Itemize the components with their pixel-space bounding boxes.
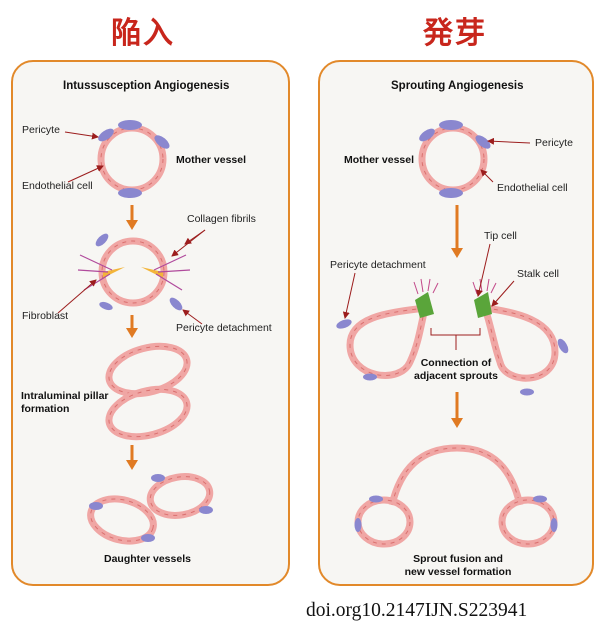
left-label-pericyte: Pericyte [22, 124, 60, 136]
left-label-pillar-line1: Intraluminal pillar [21, 390, 109, 402]
right-mother-vessel [418, 120, 491, 198]
right-label-connection-line1: Connection of [420, 357, 492, 369]
right-label-mother-vessel: Mother vessel [344, 154, 415, 166]
right-header: 発芽 [423, 16, 487, 51]
left-label-pericyte-detachment: Pericyte detachment [176, 322, 272, 334]
left-header: 陥入 [111, 16, 175, 51]
left-pillar-vessels [105, 342, 191, 441]
right-panel-title: Sprouting Angiogenesis [391, 80, 524, 92]
left-label-endothelial-cell: Endothelial cell [22, 180, 93, 192]
left-daughter-vessels [87, 473, 214, 545]
doi-citation: doi.org10.2147IJN.S223941 [306, 600, 528, 621]
right-label-endothelial-cell: Endothelial cell [497, 182, 568, 194]
right-fused-vessel [354, 444, 558, 548]
right-label-connection-line2: adjacent sprouts [413, 370, 499, 382]
left-label-pillar-line2: formation [21, 403, 70, 415]
right-label-pericyte-detachment: Pericyte detachment [330, 259, 426, 271]
left-panel-title: Intussusception Angiogenesis [63, 80, 230, 92]
right-label-tip-cell: Tip cell [484, 230, 517, 242]
left-label-collagen-fibrils: Collagen fibrils [187, 213, 256, 225]
right-label-pericyte: Pericyte [535, 137, 573, 149]
left-label-daughter-vessels: Daughter vessels [104, 553, 191, 565]
left-mother-vessel [97, 120, 170, 198]
right-label-fusion-line2: new vessel formation [404, 566, 512, 578]
left-label-mother-vessel: Mother vessel [176, 154, 247, 166]
right-label-fusion-line1: Sprout fusion and [413, 553, 503, 565]
left-label-fibroblast: Fibroblast [22, 310, 69, 322]
left-split-vessel [77, 233, 191, 311]
right-sprouts [336, 278, 569, 396]
right-label-stalk-cell: Stalk cell [517, 268, 560, 280]
